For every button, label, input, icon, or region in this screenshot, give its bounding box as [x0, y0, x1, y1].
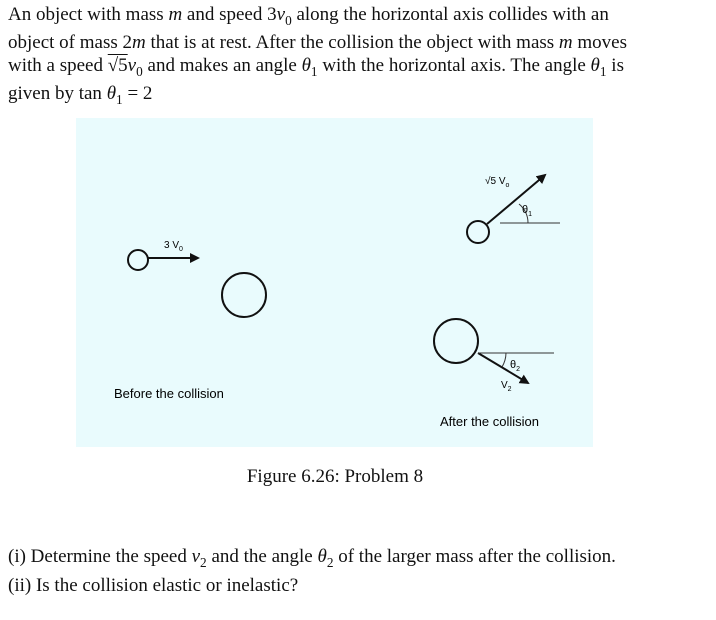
speed-label-before: 3 V0 — [164, 240, 183, 253]
text: (i) Determine the speed — [8, 546, 192, 567]
symbol-theta: θ — [106, 83, 117, 105]
speed-label-after-small: √5 Vo — [485, 175, 510, 189]
sqrt5: √5 — [107, 54, 128, 76]
question-2: (ii) Is the collision elastic or inelast… — [8, 574, 299, 596]
problem-line-2: object of mass 2m that is at rest. After… — [8, 32, 708, 55]
symbol-m: m — [168, 4, 183, 25]
large-mass-before — [221, 272, 267, 318]
subscript-2: 2 — [326, 554, 334, 570]
symbol-m: m — [132, 32, 146, 54]
velocity-arrow-small-after — [486, 173, 547, 225]
subscript-1: 1 — [116, 91, 123, 107]
problem-statement: An object with mass m and speed 3v0 alon… — [8, 4, 708, 111]
subscript-1: 1 — [599, 63, 607, 79]
collision-diagram: 3 V0 √5 Vo θ1 θ2 V2 Before the collision… — [114, 173, 560, 429]
problem-line-4: given by tan θ1 = 2 — [8, 83, 708, 111]
question-1: (i) Determine the speed v2 and the angle… — [8, 545, 616, 574]
after-collision-label: After the collision — [440, 414, 539, 429]
figure-caption: Figure 6.26: Problem 8 — [246, 466, 424, 487]
text: that is at rest. After the collision the… — [145, 32, 559, 54]
problem-line-3: with a speed √5v0 and makes an angle θ1 … — [8, 55, 708, 83]
subscript-1: 1 — [310, 63, 318, 79]
subscript-0: 0 — [285, 12, 292, 28]
questions: (i) Determine the speed v2 and the angle… — [8, 545, 616, 597]
text: with a speed — [8, 54, 108, 76]
angle-arc-theta2 — [501, 352, 507, 368]
symbol-theta: θ — [590, 54, 600, 76]
theta2-label: θ2 — [510, 359, 520, 373]
text: of the larger mass after the collision. — [333, 546, 616, 567]
text: = 2 — [122, 83, 153, 105]
velocity-arrow-large-after — [477, 352, 530, 385]
symbol-m: m — [558, 32, 573, 54]
text: An object with mass — [8, 4, 169, 25]
text: moves — [572, 32, 628, 54]
subscript-0: 0 — [136, 63, 143, 79]
small-mass-after — [466, 220, 490, 244]
symbol-v: v — [191, 546, 201, 567]
theta1-label: θ1 — [522, 204, 532, 218]
problem-line-1: An object with mass m and speed 3v0 alon… — [8, 4, 708, 32]
angle-arc-theta1 — [518, 203, 529, 224]
text: and makes an angle — [142, 54, 302, 76]
text: with the horizontal axis. The angle — [317, 54, 591, 76]
symbol-theta: θ — [301, 54, 311, 76]
text: and the angle — [206, 546, 318, 567]
large-mass-after — [433, 318, 479, 364]
small-mass-before — [127, 249, 149, 271]
text: along the horizontal axis collides with … — [291, 4, 609, 25]
symbol-v: v — [276, 4, 286, 25]
subscript-2: 2 — [200, 554, 207, 570]
text: given by tan — [8, 83, 107, 105]
v2-label: V2 — [501, 380, 512, 393]
collision-figure: 3 V0 √5 Vo θ1 θ2 V2 Before the collision… — [76, 118, 593, 447]
symbol-v: v — [127, 54, 137, 76]
text: is — [606, 54, 624, 76]
text: and speed 3 — [182, 4, 277, 25]
symbol-theta: θ — [317, 546, 327, 567]
before-collision-label: Before the collision — [114, 386, 224, 401]
text: object of mass 2 — [8, 32, 133, 54]
